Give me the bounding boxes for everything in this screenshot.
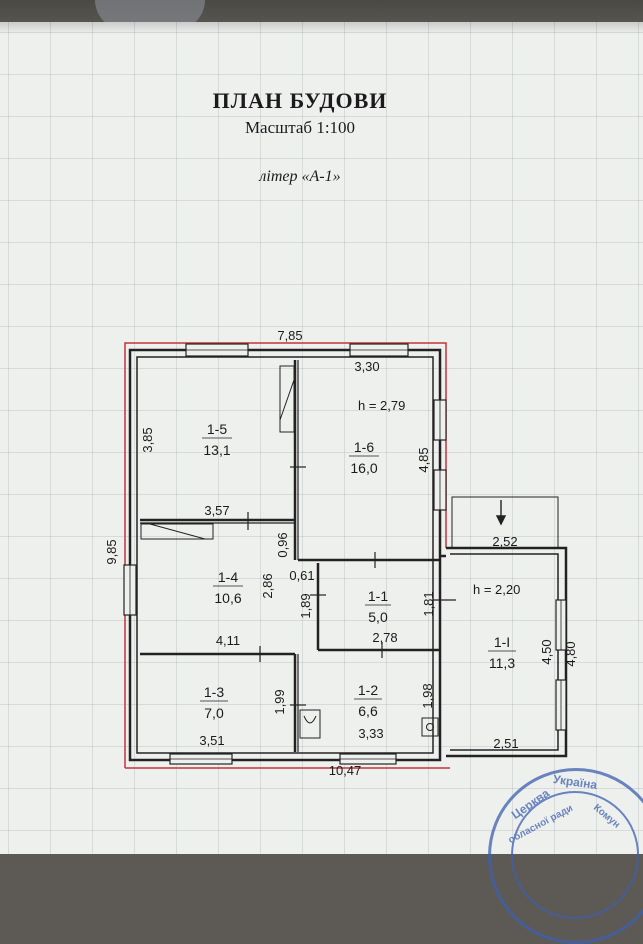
- window-lines: [129, 349, 562, 760]
- page-title: ПЛАН БУДОВИ: [212, 88, 388, 113]
- room-1-1-area: 5,0: [368, 609, 388, 625]
- room-1-5-area: 13,1: [203, 442, 230, 458]
- dim-096: 0,96: [275, 532, 290, 557]
- dim-ext-480: 4,80: [563, 641, 578, 666]
- room-1-6-area: 16,0: [350, 460, 377, 476]
- dim-right-upper: 4,85: [416, 447, 431, 472]
- stair-strip: [140, 523, 214, 540]
- room-1-I-id: 1-І: [494, 634, 510, 650]
- dim-189: 1,89: [298, 593, 313, 618]
- dim-199: 1,99: [272, 689, 287, 714]
- dim-357: 3,57: [204, 503, 229, 518]
- dim-061: 0,61: [289, 568, 314, 583]
- room-1-2-id: 1-2: [358, 682, 378, 698]
- dim-bottom-total: 10,47: [329, 763, 362, 778]
- room-1-6-id: 1-6: [354, 439, 374, 455]
- room-1-3-id: 1-3: [204, 684, 224, 700]
- dim-278: 2,78: [372, 630, 397, 645]
- room-1-5-id: 1-5: [207, 421, 227, 437]
- room-1-3-area: 7,0: [204, 705, 224, 721]
- floor-plan: 7,85 3,30 h = 2,79 3,85 9,85 4,85 3,57 0…: [104, 328, 578, 778]
- dim-left-total: 9,85: [104, 539, 119, 564]
- height-note-main: h = 2,79: [358, 398, 405, 413]
- dim-left-upper: 3,85: [140, 427, 155, 452]
- stamp-text-2: Україна: [552, 771, 599, 793]
- entrance-arrow: [495, 500, 507, 526]
- dim-ext-251: 2,51: [493, 736, 518, 751]
- red-outline: [124, 342, 447, 768]
- official-stamp: Церква Україна обласної ради Комун: [488, 768, 643, 944]
- dim-286: 2,86: [260, 573, 275, 598]
- scale-label: Масштаб 1:100: [244, 118, 356, 137]
- liter-label: літер «А-1»: [259, 168, 341, 185]
- room-1-4-id: 1-4: [218, 569, 238, 585]
- dim-top-inner: 3,30: [354, 359, 379, 374]
- sink-icon: [299, 709, 321, 739]
- dim-ext-450: 4,50: [539, 639, 554, 664]
- room-1-4-area: 10,6: [214, 590, 241, 606]
- room-1-I-area: 11,3: [489, 655, 515, 671]
- walls: [128, 348, 568, 762]
- dim-198: 1,98: [420, 683, 435, 708]
- dim-ext-252: 2,52: [492, 534, 517, 549]
- paper-edge: [0, 22, 643, 34]
- stove-icon: [421, 717, 439, 737]
- room-1-1-id: 1-1: [368, 588, 388, 604]
- dim-411: 4,11: [216, 633, 240, 648]
- door-ticks: [247, 466, 456, 706]
- dim-181: 1,81: [421, 591, 436, 616]
- room-labels: 1-5 13,1 1-6 16,0 1-4 10,6 1-1 5,0 1-І 1…: [200, 421, 516, 721]
- dim-top-total: 7,85: [277, 328, 302, 343]
- closet: [279, 365, 295, 433]
- room-1-2-area: 6,6: [358, 703, 378, 719]
- height-note-ext: h = 2,20: [473, 582, 520, 597]
- paper-sheet: [0, 22, 643, 854]
- dim-bot-333: 3,33: [358, 726, 383, 741]
- dim-bot-351: 3,51: [199, 733, 224, 748]
